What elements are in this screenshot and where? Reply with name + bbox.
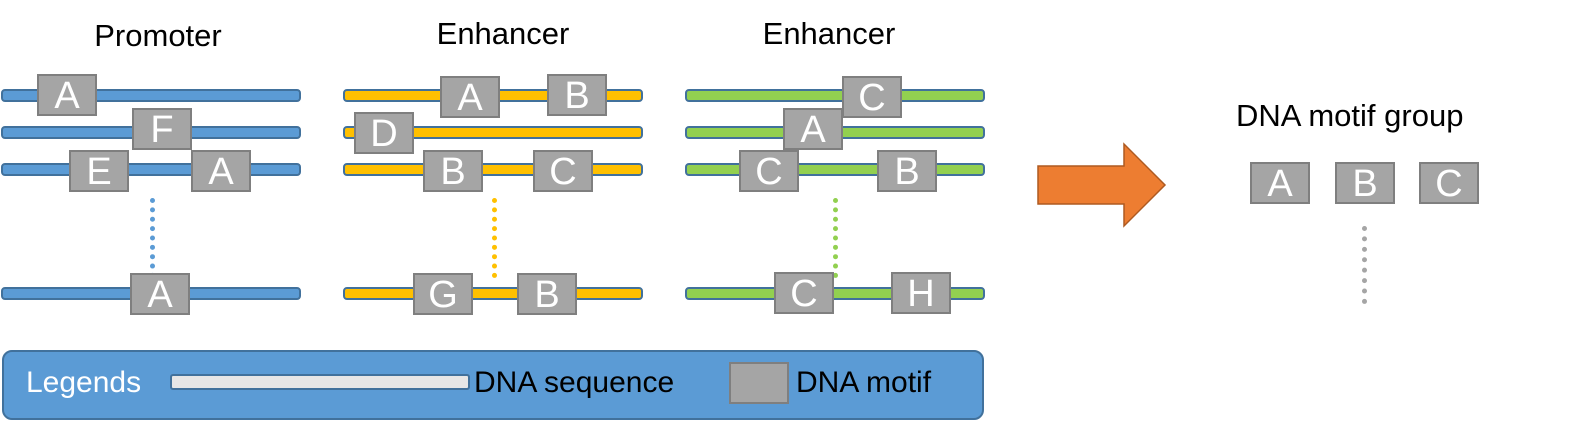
ellipsis-dots [1362, 226, 1367, 304]
dna-motif: A [783, 108, 843, 150]
dna-motif: A [130, 273, 190, 315]
dna-sequence [685, 89, 985, 102]
dna-sequence [343, 126, 643, 139]
enhancer-1-title: Enhancer [436, 16, 570, 51]
dna-motif: A [191, 150, 251, 192]
legend-motif-swatch [729, 362, 789, 404]
dna-motif: C [842, 76, 902, 118]
group-motif: A [1250, 162, 1310, 204]
ellipsis-dots [150, 198, 155, 278]
group-motif: B [1335, 162, 1395, 204]
promoter-title: Promoter [94, 18, 222, 53]
ellipsis-dots [492, 198, 497, 278]
dna-sequence [343, 287, 643, 300]
dna-motif: D [354, 112, 414, 154]
ellipsis-dots [833, 198, 838, 278]
dna-motif: E [69, 150, 129, 192]
dna-motif: H [891, 272, 951, 314]
dna-motif: A [440, 76, 500, 118]
dna-motif: F [132, 108, 192, 150]
legend-label: Legends [26, 366, 142, 399]
dna-sequence [685, 163, 985, 176]
dna-motif: B [877, 150, 937, 192]
legend-box: Legends DNA sequence DNA motif [2, 350, 984, 420]
legend-sequence-label: DNA sequence [474, 366, 675, 399]
legend-motif-label: DNA motif [796, 366, 932, 399]
dna-motif: B [517, 273, 577, 315]
dna-motif: A [37, 74, 97, 116]
dna-sequence [1, 163, 301, 176]
dna-motif: C [533, 150, 593, 192]
dna-motif: G [413, 273, 473, 315]
dna-motif: B [547, 74, 607, 116]
legend-sequence-swatch [170, 374, 470, 390]
enhancer-2-title: Enhancer [762, 16, 896, 51]
dna-motif: C [774, 272, 834, 314]
right-arrow-icon [1037, 142, 1167, 228]
dna-motif: C [739, 150, 799, 192]
motif-group-title: DNA motif group [1236, 98, 1464, 133]
dna-sequence [343, 163, 643, 176]
dna-motif: B [423, 150, 483, 192]
group-motif: C [1419, 162, 1479, 204]
